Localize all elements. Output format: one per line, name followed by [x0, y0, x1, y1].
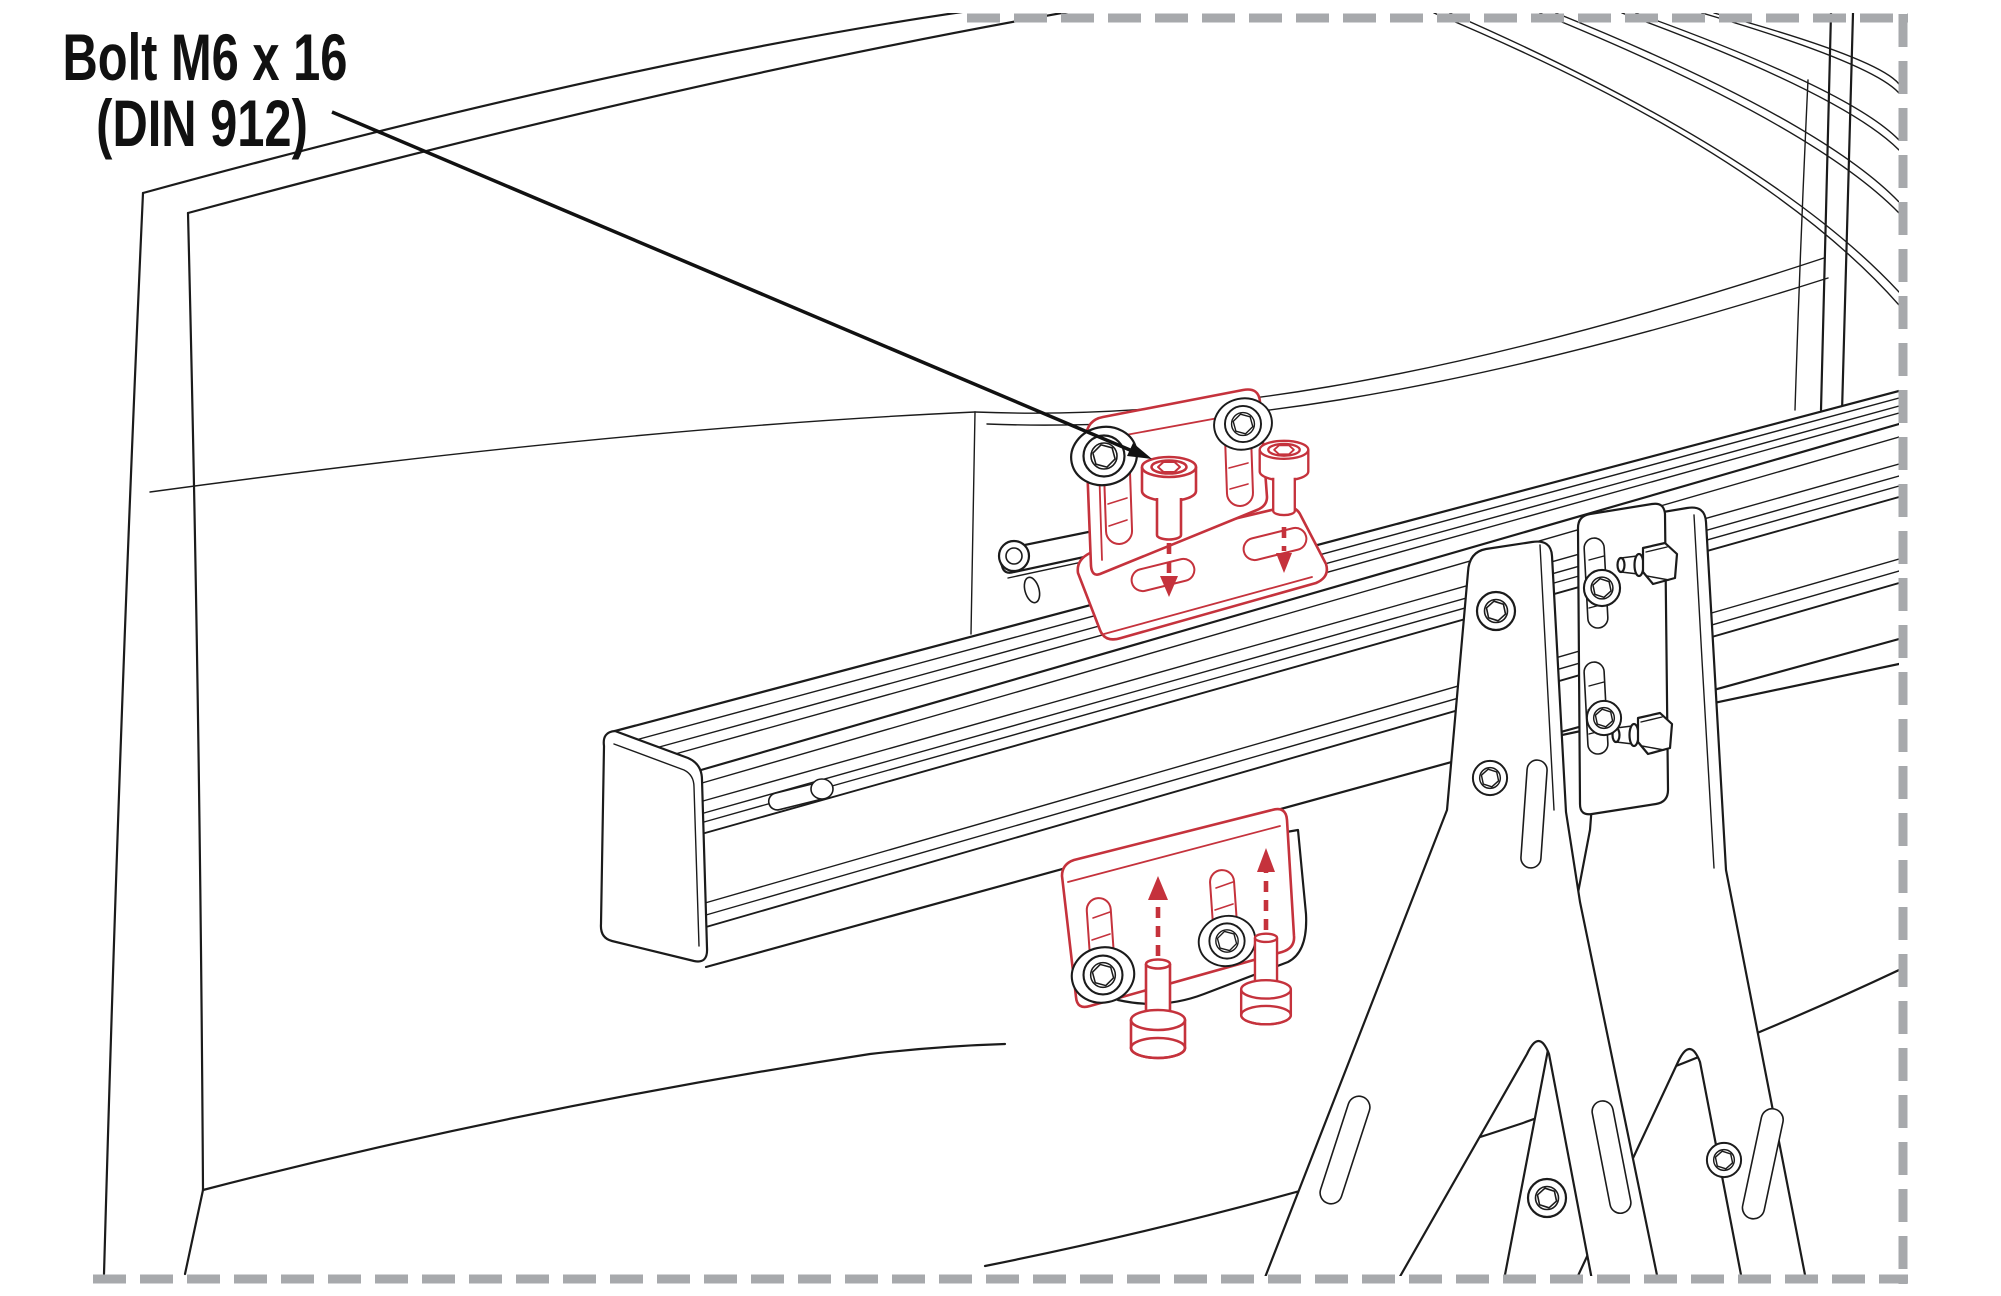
- monitor-outline: [102, 13, 1899, 1276]
- plate-bolt-icon: [1705, 1141, 1743, 1179]
- m6-bolt-icon: [1258, 439, 1310, 517]
- insert-arrow-down: [1160, 543, 1178, 597]
- callout-label-line1: Bolt M6 x 16: [63, 21, 348, 95]
- callout-label-line2: (DIN 912): [96, 87, 308, 161]
- callout: Bolt M6 x 16 (DIN 912): [63, 21, 1152, 459]
- crop-border: [93, 13, 1908, 1284]
- insert-arrow-up: [1148, 876, 1168, 956]
- leader-line: [331, 110, 1131, 452]
- leader-arrowhead-icon: [1127, 443, 1152, 459]
- plate-bolt-icon: [1475, 590, 1517, 632]
- bottom-red-bracket: [1060, 807, 1296, 1060]
- top-red-bracket: [1064, 388, 1329, 641]
- insert-arrow-down: [1276, 527, 1292, 573]
- column-bolt-icon: [1585, 699, 1623, 737]
- plate-bolt-icon: [1526, 1177, 1568, 1219]
- mount-front-plate: [1264, 540, 1659, 1276]
- insert-arrow-up: [1257, 848, 1275, 930]
- column-bolt-icon: [1582, 568, 1622, 608]
- monitor-mount: [1264, 502, 1807, 1276]
- rail-end-cap: [599, 729, 709, 963]
- plate-bolt-icon: [1471, 759, 1509, 797]
